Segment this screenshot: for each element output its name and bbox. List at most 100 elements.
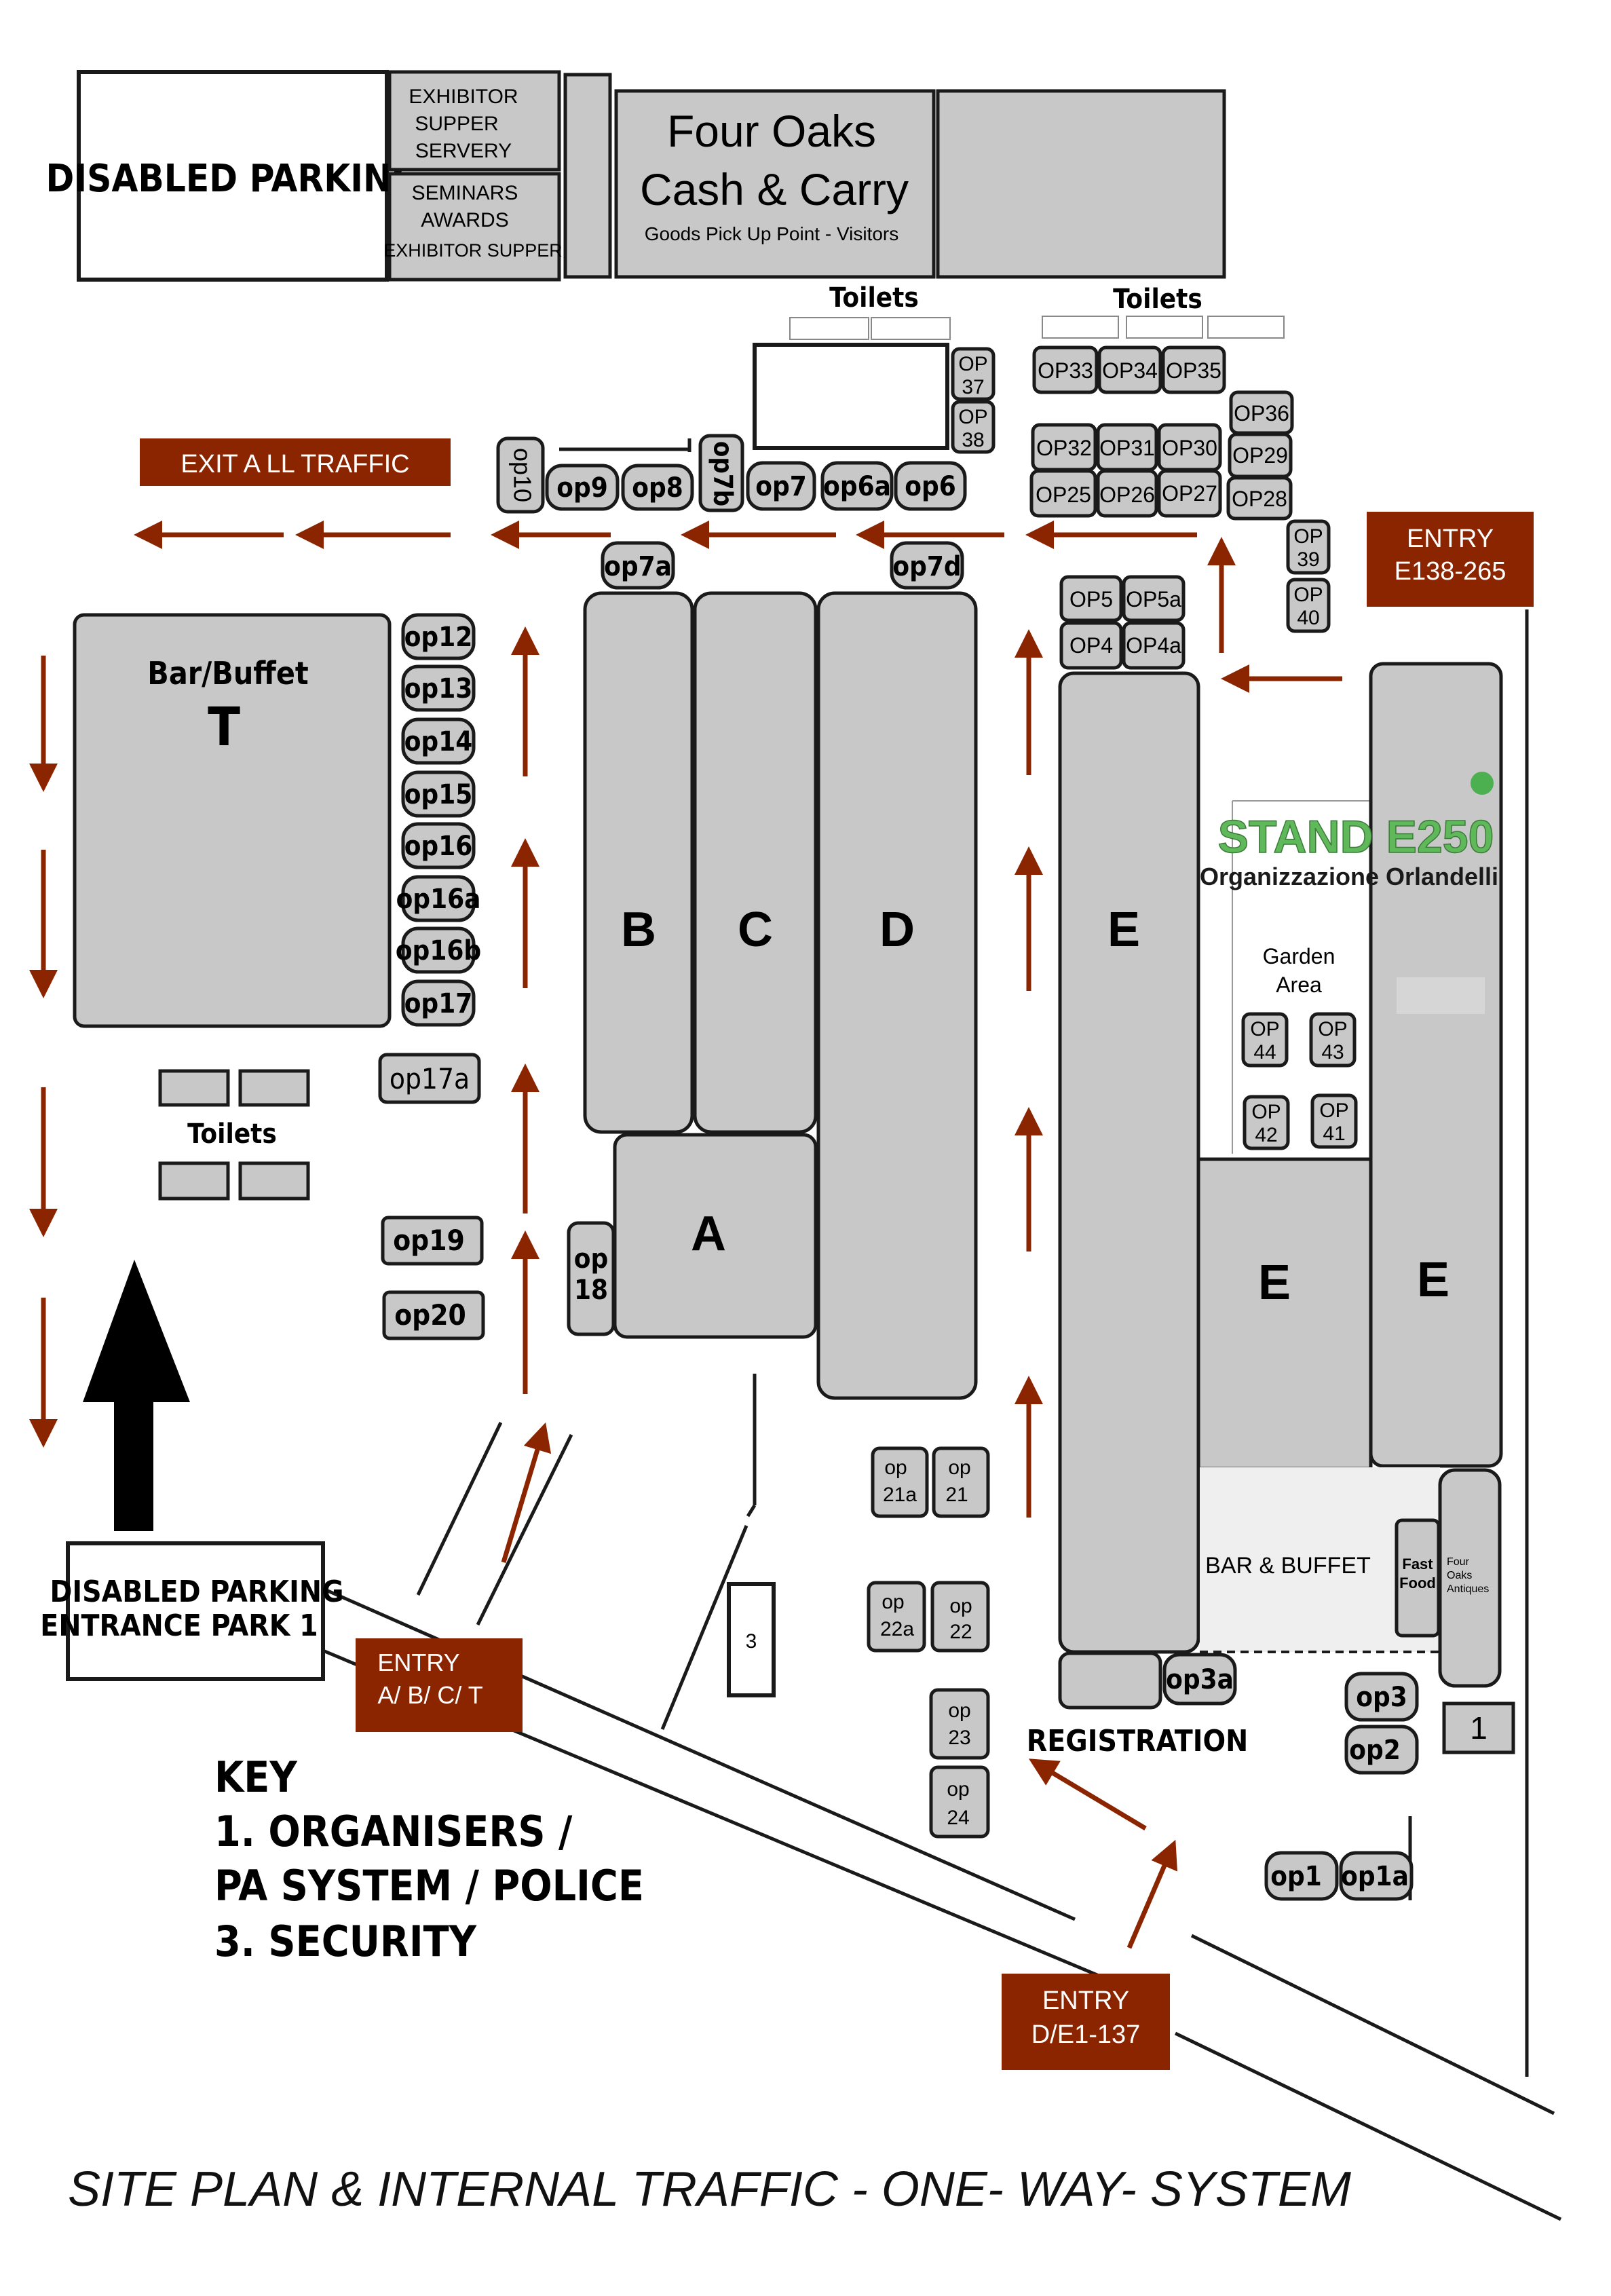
svg-text:op16a: op16a <box>396 884 481 915</box>
small-hall-e-block <box>1058 1651 1162 1710</box>
svg-text:OP32: OP32 <box>1036 436 1092 460</box>
svg-text:OP28: OP28 <box>1232 487 1287 511</box>
svg-text:OP: OP <box>1318 1018 1347 1040</box>
toilets-top-a: Toilets <box>789 282 951 340</box>
traffic-arrows-top <box>134 521 1342 693</box>
svg-text:OP33: OP33 <box>1038 358 1093 383</box>
svg-text:op12: op12 <box>404 622 473 653</box>
stand-op18: op 18 <box>567 1221 615 1336</box>
svg-text:21a: 21a <box>883 1484 917 1506</box>
stand-op16b: op16b <box>396 926 481 974</box>
svg-text:OP: OP <box>1293 525 1323 548</box>
exhibitor-supper-servery: EXHIBITOR SUPPER SERVERY <box>387 70 561 172</box>
svg-text:op20: op20 <box>394 1298 466 1332</box>
stand-op20: op20 <box>382 1290 485 1340</box>
svg-text:op9: op9 <box>556 472 608 504</box>
stand-op16a: op16a <box>396 875 481 922</box>
stand-op17a: op17a <box>378 1053 481 1104</box>
svg-text:op: op <box>574 1243 609 1275</box>
svg-text:E138-265: E138-265 <box>1395 557 1506 586</box>
stand-op12: op12 <box>401 613 476 660</box>
svg-text:op16b: op16b <box>396 935 481 966</box>
stand-op43: OP 43 <box>1309 1012 1357 1068</box>
svg-text:OP26: OP26 <box>1099 483 1155 507</box>
svg-text:Four: Four <box>1447 1556 1470 1568</box>
stand-op25: OP25 <box>1029 469 1097 518</box>
stand-op1a: op1a <box>1339 1851 1414 1901</box>
svg-text:3. SECURITY: 3. SECURITY <box>214 1917 477 1966</box>
hall-e-mid: E <box>1196 1157 1373 1471</box>
svg-text:Oaks: Oaks <box>1447 1570 1472 1581</box>
svg-text:T: T <box>208 697 240 758</box>
svg-text:op3a: op3a <box>1166 1664 1234 1695</box>
marker-3: 3 <box>727 1582 776 1697</box>
stand-op13: op13 <box>401 664 476 712</box>
svg-text:38: 38 <box>962 429 984 451</box>
svg-text:SEMINARS: SEMINARS <box>412 182 518 204</box>
hall-t-bar-buffet: Bar/Buffet T <box>73 613 392 1028</box>
svg-text:23: 23 <box>948 1727 970 1749</box>
svg-text:op17: op17 <box>404 988 473 1019</box>
stand-op42: OP 42 <box>1243 1095 1290 1150</box>
stand-op7d: op7d <box>890 541 964 590</box>
svg-text:24: 24 <box>947 1807 969 1829</box>
svg-text:Cash & Carry: Cash & Carry <box>640 164 909 214</box>
svg-text:ENTRANCE PARK 1: ENTRANCE PARK 1 <box>40 1608 318 1643</box>
stand-marker-icon <box>1471 772 1494 795</box>
fast-food: Fast Food <box>1395 1518 1441 1638</box>
svg-text:EXHIBITOR: EXHIBITOR <box>409 86 518 108</box>
stand-op37: OP 37 <box>951 347 996 401</box>
svg-text:OP: OP <box>958 406 987 428</box>
svg-text:ENTRY: ENTRY <box>1407 525 1494 553</box>
svg-text:op1: op1 <box>1270 1861 1322 1892</box>
svg-text:op17a: op17a <box>390 1062 470 1095</box>
svg-text:op6: op6 <box>905 471 956 502</box>
svg-text:OP5: OP5 <box>1069 587 1113 611</box>
stand-op7b: op7b <box>698 434 744 512</box>
stand-op36: OP36 <box>1229 390 1294 435</box>
svg-text:Toilets: Toilets <box>1113 284 1202 315</box>
svg-text:OP: OP <box>1319 1099 1348 1122</box>
svg-text:A/ B/ C/ T: A/ B/ C/ T <box>377 1681 482 1709</box>
svg-text:OP4a: OP4a <box>1126 633 1181 658</box>
entry-de1-137-sign: ENTRY D/E1-137 <box>1002 1974 1170 2070</box>
stand-op40: OP 40 <box>1286 578 1331 633</box>
stand-op24: op 24 <box>929 1765 990 1839</box>
stand-op10: op10 <box>496 436 545 514</box>
svg-text:OP35: OP35 <box>1166 358 1221 383</box>
hall-a: A <box>613 1133 818 1339</box>
svg-text:op: op <box>948 1456 970 1479</box>
stand-op33: OP33 <box>1032 345 1099 394</box>
svg-text:Fast: Fast <box>1402 1556 1433 1573</box>
stand-op38: OP 38 <box>951 400 996 454</box>
stand-op3: op3 <box>1344 1672 1419 1722</box>
stand-op44: OP 44 <box>1241 1012 1289 1068</box>
stand-op21: op 21 <box>932 1446 990 1518</box>
svg-text:op8: op8 <box>632 472 683 504</box>
svg-text:AWARDS: AWARDS <box>421 209 508 231</box>
svg-text:Goods Pick Up Point - Visitors: Goods Pick Up Point - Visitors <box>645 223 899 244</box>
svg-text:BAR & BUFFET: BAR & BUFFET <box>1205 1553 1371 1579</box>
svg-text:1: 1 <box>1470 1710 1487 1746</box>
stand-op30: OP30 <box>1157 423 1222 472</box>
svg-text:Bar/Buffet: Bar/Buffet <box>147 655 308 692</box>
traffic-arrows-column-1 <box>501 626 552 1564</box>
svg-text:op19: op19 <box>393 1224 465 1257</box>
stand-op7a: op7a <box>601 541 675 590</box>
svg-text:OP36: OP36 <box>1234 401 1289 426</box>
svg-text:op7: op7 <box>755 471 807 502</box>
svg-text:22a: 22a <box>880 1618 914 1640</box>
toilets-left: Toilets <box>158 1069 310 1201</box>
svg-text:OP34: OP34 <box>1102 358 1158 383</box>
svg-text:op3: op3 <box>1356 1682 1407 1713</box>
toilets-top-b: Toilets <box>1042 284 1285 339</box>
svg-text:OP4: OP4 <box>1069 633 1113 658</box>
disabled-parking-entrance-park-1: DISABLED PARKING ENTRANCE PARK 1 <box>40 1541 343 1681</box>
svg-text:op16: op16 <box>404 831 473 862</box>
svg-text:op7b: op7b <box>708 441 738 506</box>
stand-op22: op 22 <box>930 1581 990 1653</box>
stand-op16: op16 <box>401 822 476 869</box>
svg-text:OP25: OP25 <box>1036 483 1091 507</box>
svg-text:A: A <box>691 1207 726 1261</box>
hall-c: C <box>693 591 818 1134</box>
